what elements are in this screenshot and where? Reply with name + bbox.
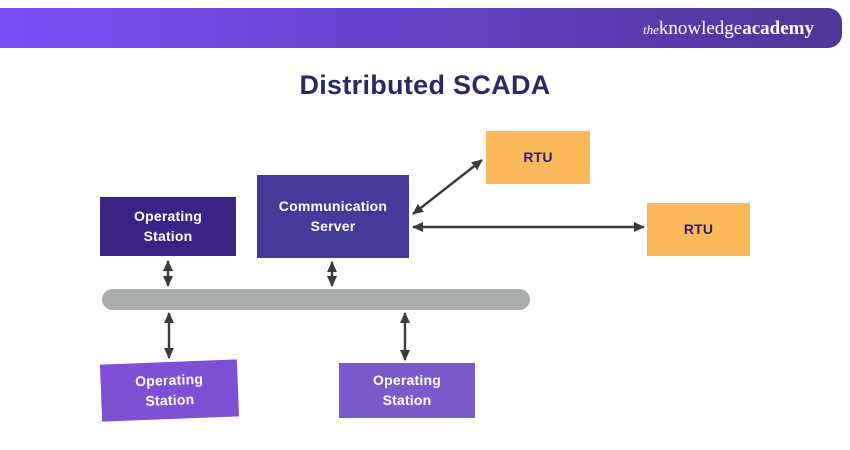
knowledge-academy-logo: theknowledgeacademy [643, 19, 814, 38]
logo-academy: academy [742, 17, 814, 39]
node-operating-station-bottom-middle: Operating Station [339, 363, 475, 418]
node-label: Operating Station [134, 207, 202, 244]
node-label: Operating Station [134, 370, 204, 409]
node-label: RTU [523, 148, 553, 165]
node-label: Communication Server [278, 197, 388, 234]
page-title: Distributed SCADA [299, 70, 551, 100]
node-operating-station-top: Operating Station [100, 197, 236, 256]
arrow-server-to-rtu-top [412, 159, 483, 215]
header-banner: theknowledgeacademy [0, 8, 842, 48]
node-label: RTU [683, 220, 714, 237]
node-communication-server: Communication Server [257, 175, 409, 258]
node-operating-station-bottom-left: Operating Station [99, 359, 240, 422]
network-bus [102, 289, 530, 310]
node-rtu-top: RTU [486, 131, 590, 184]
logo-knowledge: knowledge [658, 17, 743, 39]
logo-the: the [642, 21, 659, 37]
node-label: Operating Station [373, 371, 441, 408]
node-rtu-right: RTU [647, 203, 750, 256]
